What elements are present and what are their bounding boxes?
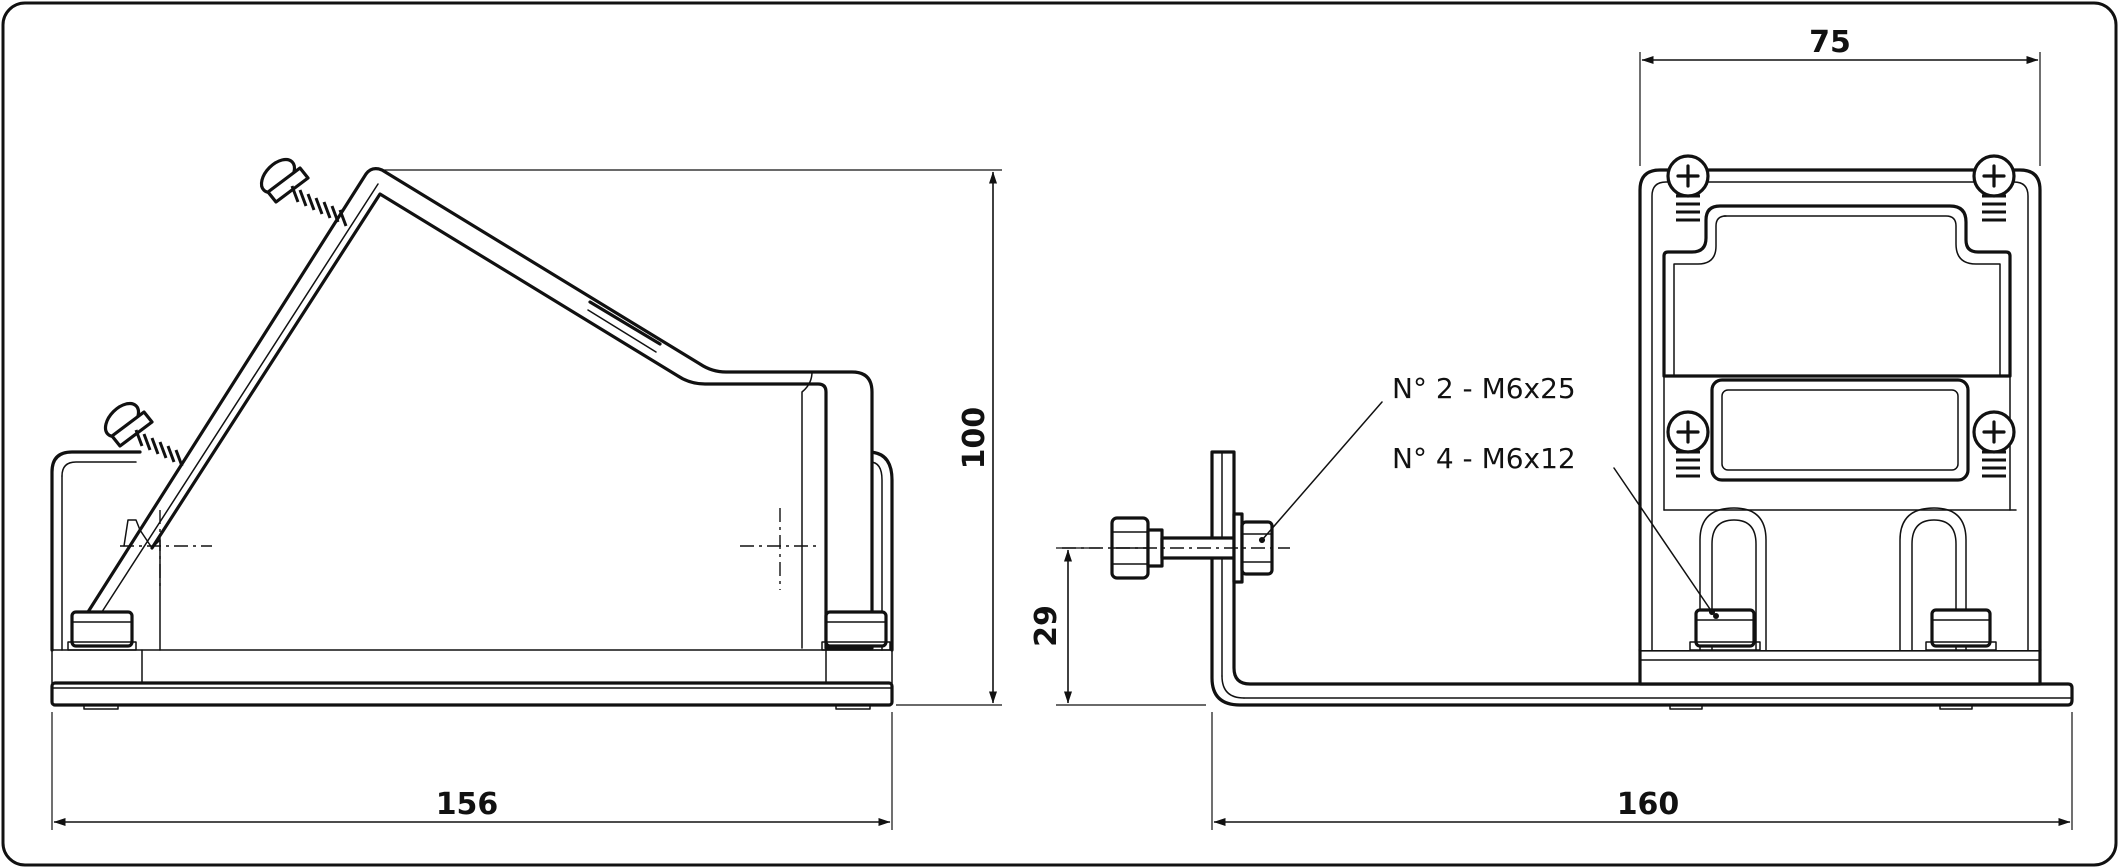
side-foot-nut-right [821, 610, 891, 651]
side-tilted-plate [86, 167, 874, 650]
side-base-plate [50, 681, 894, 707]
dim-label-100: 100 [957, 407, 992, 470]
dim-label-75: 75 [1809, 25, 1851, 60]
dim-label-29: 29 [1029, 605, 1064, 647]
callout-m6x25: N° 2 - M6x25 [1392, 372, 1576, 405]
leader-m6x25 [1258, 401, 1383, 544]
front-screw-top-left [1666, 154, 1710, 222]
front-view: 75 [1638, 25, 2042, 686]
dim-label-156: 156 [436, 787, 499, 822]
side-view: 156 100 [50, 157, 1002, 830]
callouts: N° 2 - M6x25 N° 4 - M6x12 [1258, 372, 1716, 616]
dim-label-160: 160 [1617, 787, 1680, 822]
front-foot-nut-left [1689, 608, 1761, 651]
end-l-bracket [1210, 450, 2074, 707]
front-screw-bottom-right [1972, 410, 2016, 478]
front-foot-nut-right [1925, 608, 1997, 651]
front-screw-top-right [1972, 154, 2016, 222]
leader-m6x12 [1613, 467, 1716, 616]
front-screw-bottom-left [1666, 410, 1710, 478]
side-left-bracket [50, 450, 142, 652]
callout-m6x12: N° 4 - M6x12 [1392, 442, 1576, 475]
side-screw-bottom [103, 401, 184, 467]
end-view: 29 160 [1029, 450, 2074, 830]
side-screw-top [259, 157, 348, 227]
side-foot-nut-left [67, 610, 137, 651]
